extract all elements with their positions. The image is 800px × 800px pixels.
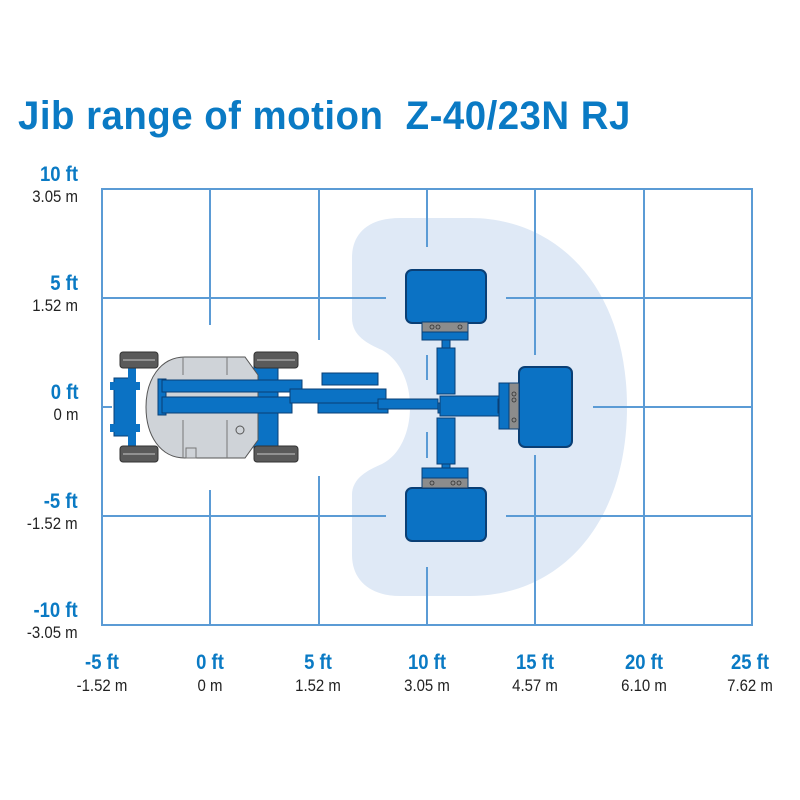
x-label-ft: 5 ft <box>304 651 332 674</box>
y-label-m: 3.05 m <box>32 187 78 206</box>
x-label-m: 0 m <box>197 676 223 695</box>
y-label-m: -3.05 m <box>27 623 78 642</box>
y-label-m: -1.52 m <box>27 514 78 533</box>
x-label-0ft: 0 ft 0 m <box>160 652 260 694</box>
platform-down <box>405 467 487 542</box>
x-label-ft: 10 ft <box>407 651 447 674</box>
x-label-15ft: 15 ft 4.57 m <box>485 652 585 694</box>
diagram-title: Jib range of motion Z-40/23N RJ <box>18 94 631 138</box>
y-label-10ft: 10 ft 3.05 m <box>26 164 78 205</box>
x-label-minus5ft: -5 ft -1.52 m <box>52 652 152 694</box>
x-label-ft: 25 ft <box>730 651 770 674</box>
x-label-m: 7.62 m <box>727 676 773 695</box>
x-label-ft: 15 ft <box>515 651 555 674</box>
x-label-ft: 0 ft <box>196 651 224 674</box>
x-label-m: 4.57 m <box>512 676 558 695</box>
y-label-ft: 5 ft <box>50 272 78 295</box>
y-label-ft: -5 ft <box>44 490 78 513</box>
platform-straight <box>498 366 573 448</box>
x-label-ft: 20 ft <box>624 651 664 674</box>
y-label-minus5ft: -5 ft -1.52 m <box>20 491 78 532</box>
x-label-m: 1.52 m <box>295 676 341 695</box>
y-label-ft: 0 ft <box>50 381 78 404</box>
y-label-5ft: 5 ft 1.52 m <box>26 273 78 314</box>
platform-up <box>405 269 487 341</box>
y-label-minus10ft: -10 ft -3.05 m <box>20 600 78 641</box>
x-label-ft: -5 ft <box>85 651 119 674</box>
x-label-m: 6.10 m <box>621 676 667 695</box>
x-label-m: -1.52 m <box>76 676 128 695</box>
x-label-20ft: 20 ft 6.10 m <box>594 652 694 694</box>
y-label-ft: -10 ft <box>33 599 78 622</box>
x-label-10ft: 10 ft 3.05 m <box>377 652 477 694</box>
x-label-25ft: 25 ft 7.62 m <box>700 652 800 694</box>
boom <box>157 372 499 416</box>
grid <box>101 188 753 626</box>
y-label-ft: 10 ft <box>39 163 78 186</box>
y-label-m: 0 m <box>53 405 78 424</box>
x-label-m: 3.05 m <box>404 676 450 695</box>
x-label-5ft: 5 ft 1.52 m <box>268 652 368 694</box>
y-label-m: 1.52 m <box>32 296 78 315</box>
y-label-0ft: 0 ft 0 m <box>47 381 78 424</box>
